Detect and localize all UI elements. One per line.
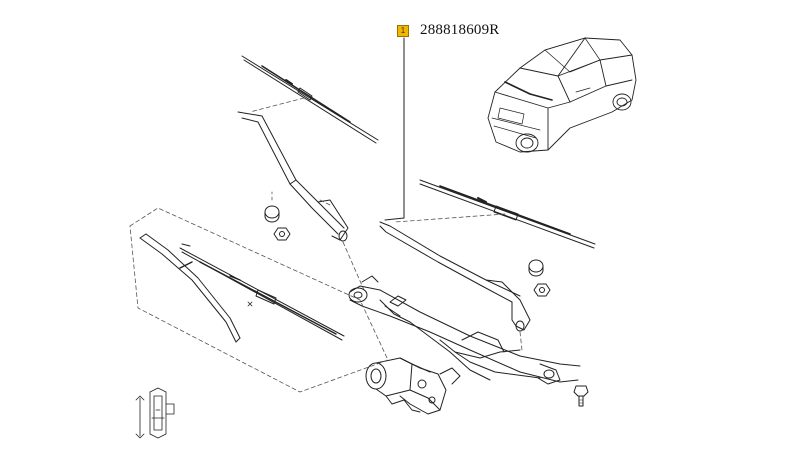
cap-icon <box>528 259 544 277</box>
cap-icon <box>264 205 280 223</box>
dashed-link <box>249 97 305 113</box>
callout-badge: 1 <box>397 25 409 37</box>
wiper-arm-left <box>237 111 349 242</box>
dashed-link <box>519 331 523 351</box>
wiper-blade-flat <box>139 233 241 343</box>
wiper-blade-left-upper <box>241 55 379 144</box>
wiper-blade-right <box>419 179 596 249</box>
bolt-icon <box>573 385 589 407</box>
dashed-group-box <box>129 207 389 393</box>
part-number-label: 288818609R <box>420 22 500 38</box>
car-icon <box>487 37 637 153</box>
wiper-arm-right <box>379 221 531 332</box>
wiper-motor-icon <box>365 357 461 415</box>
clip-icon <box>135 387 175 439</box>
callout-leader <box>384 37 405 221</box>
linkage-icon <box>348 275 581 385</box>
nut-icon <box>273 227 291 241</box>
dashed-link <box>394 213 506 223</box>
blade-marker <box>247 301 253 307</box>
dashed-link <box>319 199 365 291</box>
nut-icon <box>533 283 551 297</box>
wiper-blade-conventional <box>179 243 345 341</box>
